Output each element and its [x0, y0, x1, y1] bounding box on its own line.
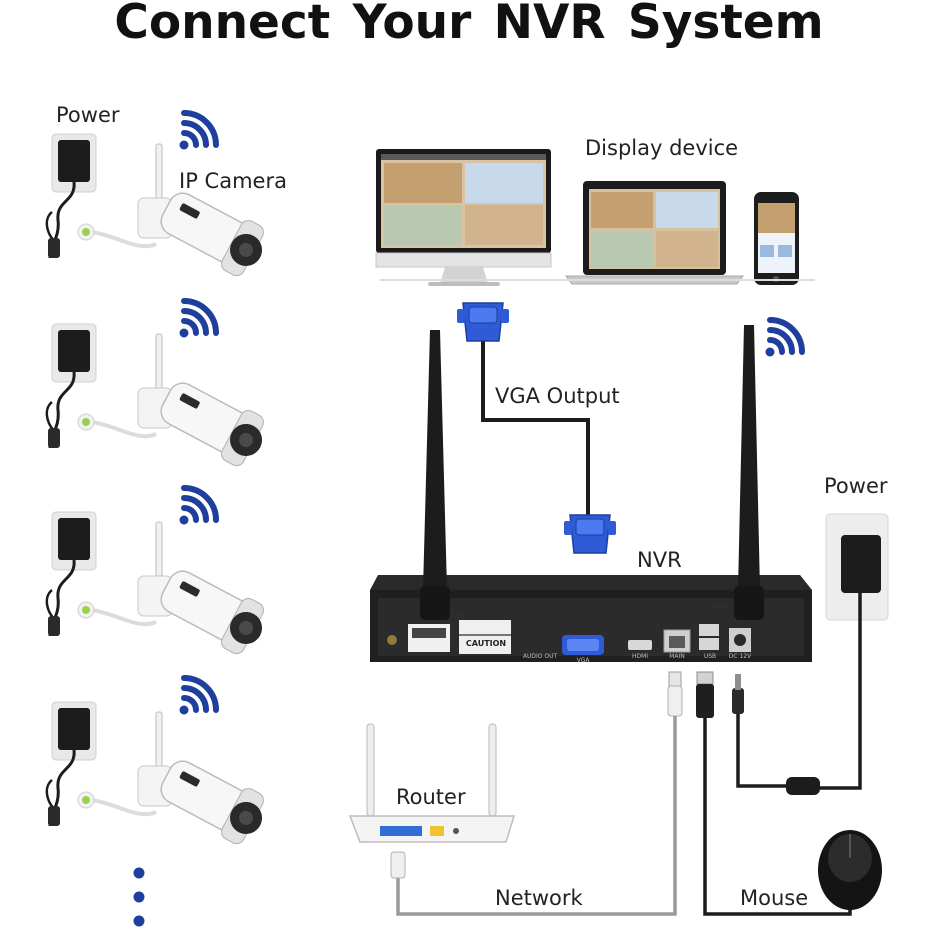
power-left-label: Power	[56, 103, 120, 127]
wifi-icon	[180, 678, 217, 715]
antenna-icon	[420, 330, 450, 620]
usb-port-label: USB	[704, 653, 716, 660]
monitor-icon	[375, 149, 552, 286]
router-icon	[348, 723, 516, 843]
main-antenna-label: MAIN	[712, 603, 728, 610]
wifi-icon	[766, 320, 803, 357]
lan-port-label: MAIN	[669, 653, 685, 660]
power-adapter-icon	[732, 513, 889, 795]
ip-camera-label: IP Camera	[179, 169, 287, 193]
network-cable	[390, 671, 683, 916]
phone-icon	[754, 192, 799, 285]
ip-camera-icon	[44, 510, 276, 663]
wifi-icon	[180, 113, 217, 150]
power-right-label: Power	[824, 474, 888, 498]
vga-connector-icon	[456, 302, 510, 342]
mouse-label: Mouse	[740, 886, 809, 910]
laptop-icon	[565, 181, 744, 285]
mouse-icon	[818, 830, 882, 910]
wifi-icon	[180, 301, 217, 338]
vga-port-label: VGA	[577, 657, 591, 664]
wifi-icon	[180, 488, 217, 525]
router-label: Router	[396, 785, 466, 809]
ip-camera-icon	[44, 700, 276, 853]
sub-antenna-label: SUB	[449, 613, 461, 620]
vga-output-label: VGA Output	[495, 384, 620, 408]
ip-camera-icon	[44, 322, 276, 475]
antenna-icon	[734, 325, 764, 620]
audio-out-label: AUDIO OUT	[523, 653, 558, 660]
dc-port-label: DC 12V	[729, 653, 752, 660]
hdmi-port-label: HDMI	[632, 653, 648, 660]
ip-camera-icon	[44, 132, 276, 285]
display-device-label: Display device	[585, 136, 739, 160]
ellipsis-dots-icon	[133, 867, 145, 927]
nvr-label: NVR	[637, 548, 682, 572]
page-title: Connect Your NVR System	[114, 0, 824, 50]
nvr-panel-labels: CAUTION AUDIO OUT VGA HDMI MAIN USB DC 1…	[449, 603, 752, 664]
caution-label: CAUTION	[466, 639, 506, 648]
vga-connector-icon	[563, 514, 617, 554]
network-label: Network	[495, 886, 583, 910]
